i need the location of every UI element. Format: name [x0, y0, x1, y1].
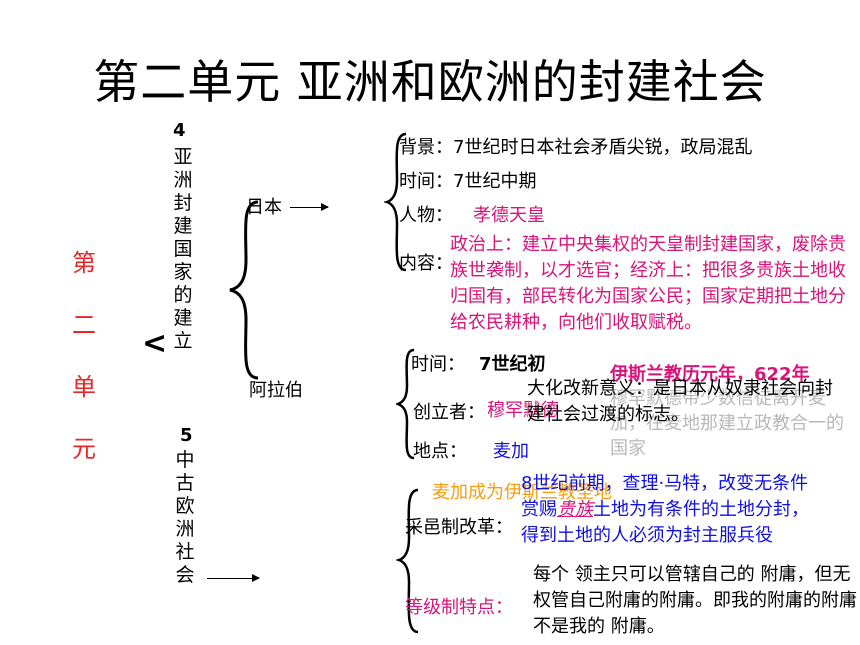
arab-place-label: 地点： — [413, 441, 467, 462]
islamic-calendar-note: 伊斯兰教历元年，622年 — [610, 364, 810, 385]
japan-person-value: 孝德天皇 — [473, 205, 545, 226]
unit-label: 第二单元 — [72, 249, 96, 463]
japan-content-value: 政治上：建立中央集权的天皇制封建国家，废除贵族世袭制，以才选官；经济上：把很多贵… — [450, 234, 846, 333]
arab-founder-label: 创立者： — [413, 402, 485, 423]
japan-background: 背景：7世纪时日本社会矛盾尖锐，政局混乱 — [399, 137, 753, 158]
arab-brace-icon — [396, 348, 415, 460]
topic5-text: 中古欧洲社会 — [175, 449, 195, 586]
fief-line2-post: 土地为有条件的土地分封， — [593, 499, 809, 520]
arab-gray-note: 穆罕默德带少数信徒离开麦加，在麦地那建立政教合一的国家 — [610, 388, 844, 459]
japan-label: 日本 — [246, 197, 282, 218]
arab-place-value: 麦加 — [493, 441, 529, 462]
hierarchy-label: 等级制特点： — [405, 597, 513, 618]
japan-content-label: 内容： — [399, 253, 453, 274]
mecca-holy-note: 麦加成为伊斯兰教圣地 — [432, 482, 612, 503]
japan-brace-icon — [384, 132, 407, 272]
japan-significance: 大化改新意义：是日本从奴隶社会向封建社会过渡的标志。 — [527, 378, 833, 425]
fief-line2: 赏赐贵族土地为有条件的土地分封， — [521, 495, 809, 521]
japan-arrow — [290, 203, 329, 211]
japan-time: 时间：7世纪中期 — [399, 171, 537, 192]
fief-label: 采邑制改革： — [405, 517, 513, 538]
fief-line2-em: 贵族 — [557, 499, 593, 520]
fief-line1: 8世纪前期，查理·马特，改变无条件 — [521, 473, 809, 494]
fief-line3: 得到土地的人必须为封主服兵役 — [521, 525, 773, 546]
topic4-brace-icon — [229, 200, 259, 380]
page-title: 第二单元 亚洲和欧洲的封建社会 — [93, 55, 767, 109]
topic4-text: 亚洲封建国家的建立 — [173, 146, 193, 352]
arab-founder-value: 穆罕默德 — [487, 400, 559, 421]
hierarchy-value: 每个 领主只可以管辖自己的 附庸，但无权管自己附庸的附庸。即我的附庸的附庸不是我… — [533, 564, 857, 637]
europe-arrow — [207, 574, 260, 582]
topic5-number: 5 — [180, 425, 193, 446]
japan-person-label: 人物： — [399, 205, 453, 226]
topic4-number: 4 — [173, 120, 186, 141]
arab-time-label: 时间： — [411, 354, 465, 375]
europe-brace-icon — [396, 488, 419, 634]
arab-time-value: 7世纪初 — [479, 354, 546, 375]
arab-label: 阿拉伯 — [249, 380, 303, 401]
fief-line2-pre: 赏赐 — [521, 499, 557, 520]
left-angle-icon: < — [142, 326, 168, 361]
